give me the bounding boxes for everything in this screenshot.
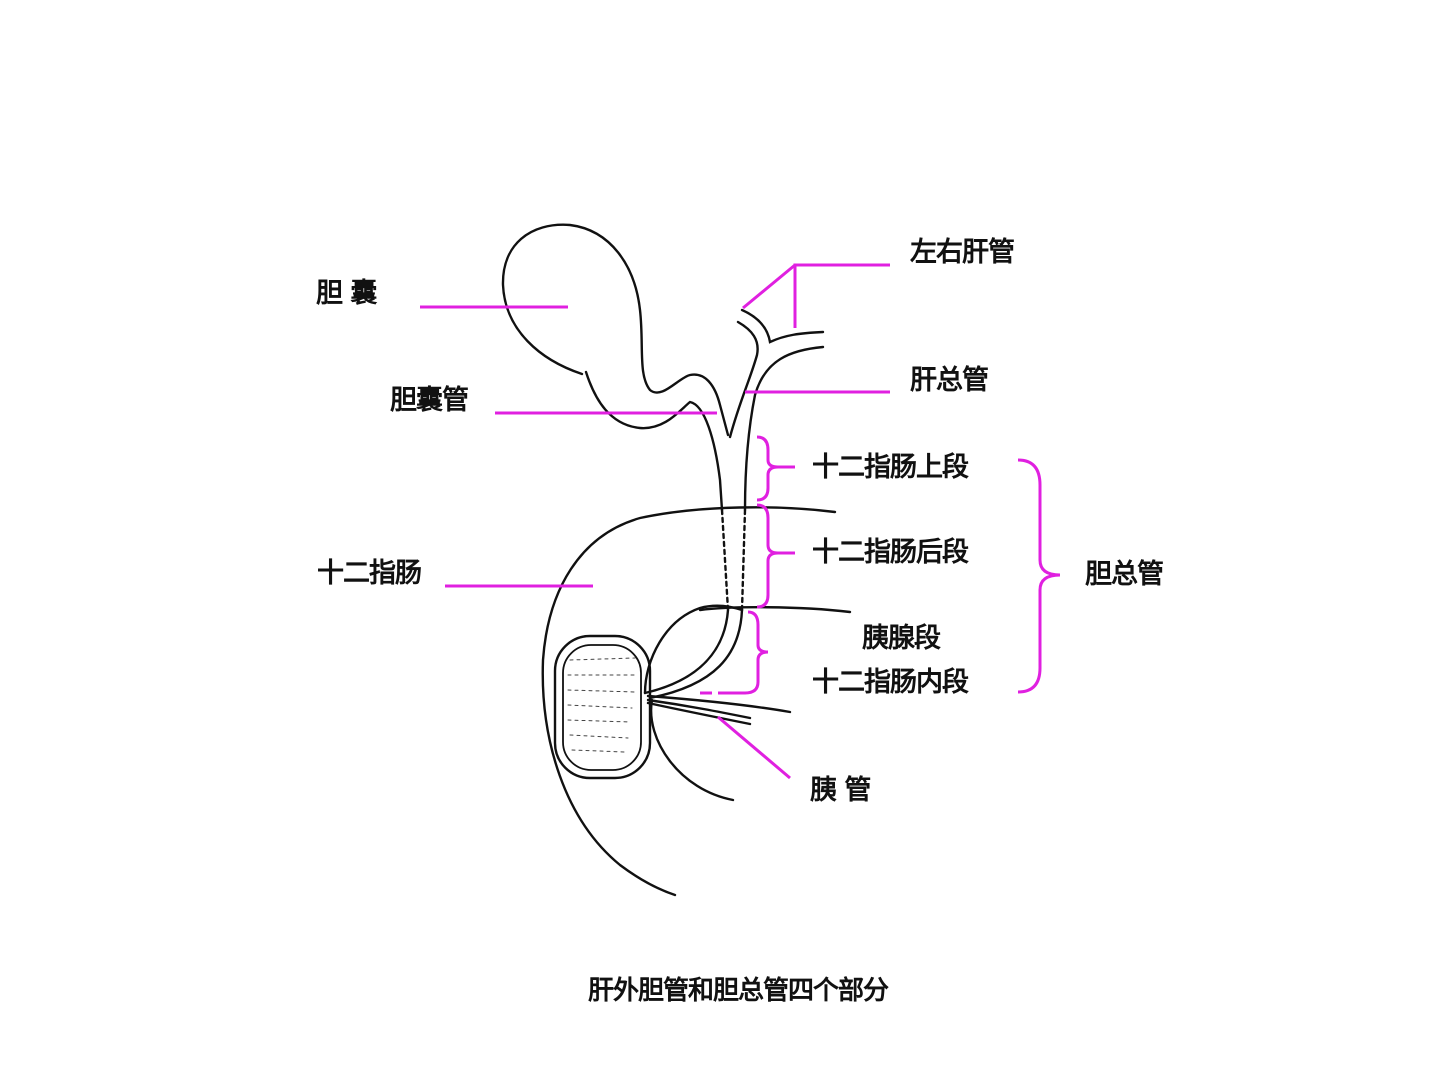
label-gallbladder: 胆 囊 bbox=[316, 278, 377, 309]
gallbladder-lower-outline bbox=[584, 370, 724, 512]
pancreatic-duct-pointer bbox=[717, 715, 791, 780]
supraduodenal-brace bbox=[756, 435, 795, 502]
figure-caption: 肝外胆管和胆总管四个部分 bbox=[587, 976, 889, 1006]
papilla-inner bbox=[562, 644, 642, 771]
pancreatic-duct-line-3 bbox=[646, 701, 752, 726]
duodenum-outer-wall bbox=[541, 506, 837, 897]
label-pancreatic-segment: 胰腺段 bbox=[862, 623, 941, 654]
pancreatic-intraduodenal-brace bbox=[718, 610, 769, 695]
pointer-lines bbox=[420, 263, 1061, 780]
label-common-bile-duct: 胆总管 bbox=[1085, 559, 1164, 590]
label-retroduodenal: 十二指肠后段 bbox=[812, 537, 969, 568]
label-duodenum: 十二指肠 bbox=[317, 558, 422, 589]
anatomy-outlines bbox=[501, 223, 852, 897]
left-hepatic-duct bbox=[728, 320, 759, 439]
papilla-folds bbox=[567, 657, 636, 753]
common-hepatic-duct-right-wall bbox=[743, 345, 825, 512]
label-supraduodenal: 十二指肠上段 bbox=[812, 452, 969, 483]
label-cystic-duct: 胆囊管 bbox=[390, 385, 469, 416]
pancreatic-duct-line-1 bbox=[646, 694, 792, 714]
label-hepatic-ducts: 左右肝管 bbox=[910, 237, 1015, 268]
common-bile-duct-brace bbox=[1017, 458, 1061, 694]
papilla-outer bbox=[553, 634, 652, 780]
label-pancreatic-duct: 胰 管 bbox=[810, 775, 871, 806]
label-common-hepatic-duct: 肝总管 bbox=[910, 365, 989, 396]
right-hepatic-duct bbox=[740, 308, 825, 344]
duct-lower-left bbox=[643, 608, 730, 695]
duodenum-inner-wall bbox=[698, 606, 852, 614]
duct-intramural-left bbox=[720, 508, 730, 612]
label-intraduodenal: 十二指肠内段 bbox=[812, 667, 969, 698]
duodenum-lower-curve bbox=[649, 698, 735, 802]
duct-intramural-right bbox=[740, 508, 747, 612]
retroduodenal-brace bbox=[756, 503, 795, 609]
gallbladder-outline bbox=[501, 223, 730, 437]
pancreatic-duct-line-2 bbox=[646, 698, 752, 720]
hepatic-ducts-pointer bbox=[742, 263, 890, 328]
duct-lower-right bbox=[648, 608, 744, 700]
